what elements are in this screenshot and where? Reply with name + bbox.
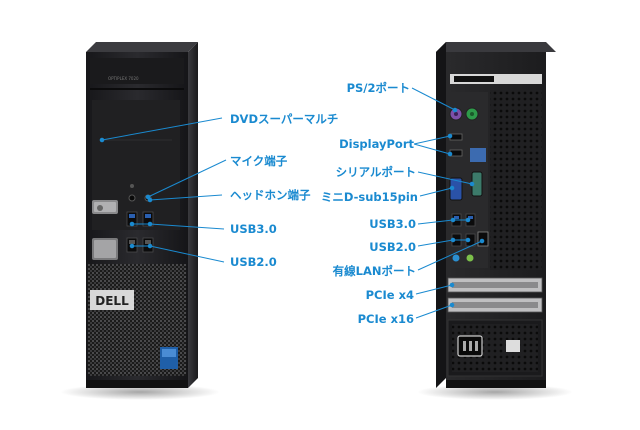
callout-lines [99,87,485,319]
label-headphone-jack: ヘッドホン端子 [230,188,311,202]
dvd-slot [90,88,184,90]
model-text: OPTIPLEX 7020 [108,76,139,81]
label-lan-port: 有線LANポート [332,264,416,278]
label-displayport: DisplayPort [339,137,414,151]
psu-led [506,340,520,352]
audio-line-out-icon [466,254,474,262]
label-front-usb20: USB2.0 [230,255,277,269]
label-serial-port: シリアルポート [335,165,416,179]
label-vga-port: ミニD-sub15pin [320,190,418,204]
service-label [450,74,542,84]
label-rear-usb20: USB2.0 [369,240,416,254]
label-ps2-port: PS/2ポート [346,81,410,95]
label-front-usb30: USB3.0 [230,222,277,236]
svg-text:DELL: DELL [95,294,129,308]
dell-logo [90,290,134,310]
label-rear-usb30: USB3.0 [369,217,416,231]
front-pc: OPTIPLEX 7020 [60,42,220,400]
audio-line-in-icon [452,254,460,262]
windows-sticker [470,148,486,162]
label-mic-jack: マイク端子 [230,154,288,168]
rear-vent [490,90,542,270]
usb30-port-icon [142,211,154,227]
label-dvd-drive: DVDスーパーマルチ [230,112,339,126]
label-pcie-x4: PCIe x4 [365,288,414,302]
mic-jack-icon [128,194,136,202]
label-pcie-x16: PCIe x16 [357,312,414,326]
